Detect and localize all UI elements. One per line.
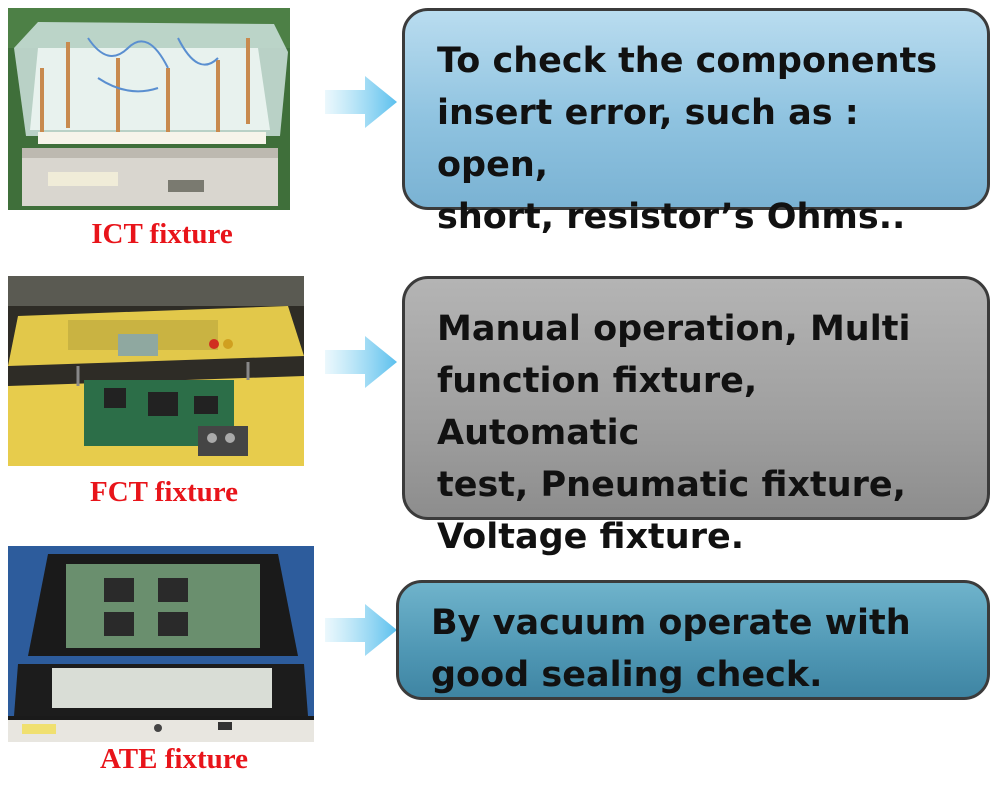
ict-description-line-3: short, resistor’s Ohms.. [437,197,906,237]
ate-description-line-1: By vacuum operate with [431,603,911,643]
ate-description-box: By vacuum operate with good sealing chec… [396,580,990,700]
ate-fixture-photo [8,546,314,742]
ate-description-line-2: good sealing check. [431,655,823,695]
fct-description-line-2: function fixture, Automatic [437,361,758,453]
ict-description-line-2: insert error, such as : open, [437,93,859,185]
ict-fixture-caption: ICT fixture [91,218,233,250]
fct-arrow-icon [325,336,397,388]
ict-arrow-icon [325,76,397,128]
fct-description-line-4: Voltage fixture. [437,517,745,557]
fct-fixture-caption: FCT fixture [90,476,238,508]
ict-fixture-photo [8,8,290,210]
ate-fixture-caption: ATE fixture [100,743,248,775]
ict-description-box: To check the components insert error, su… [402,8,990,237]
fct-description-line-3: test, Pneumatic fixture, [437,465,906,505]
ate-arrow-icon [325,604,397,656]
ict-description-line-1: To check the components [437,41,938,81]
fct-fixture-photo [8,276,304,466]
fct-description-box: Manual operation, Multi function fixture… [402,276,990,557]
fct-description-line-1: Manual operation, Multi [437,309,911,349]
